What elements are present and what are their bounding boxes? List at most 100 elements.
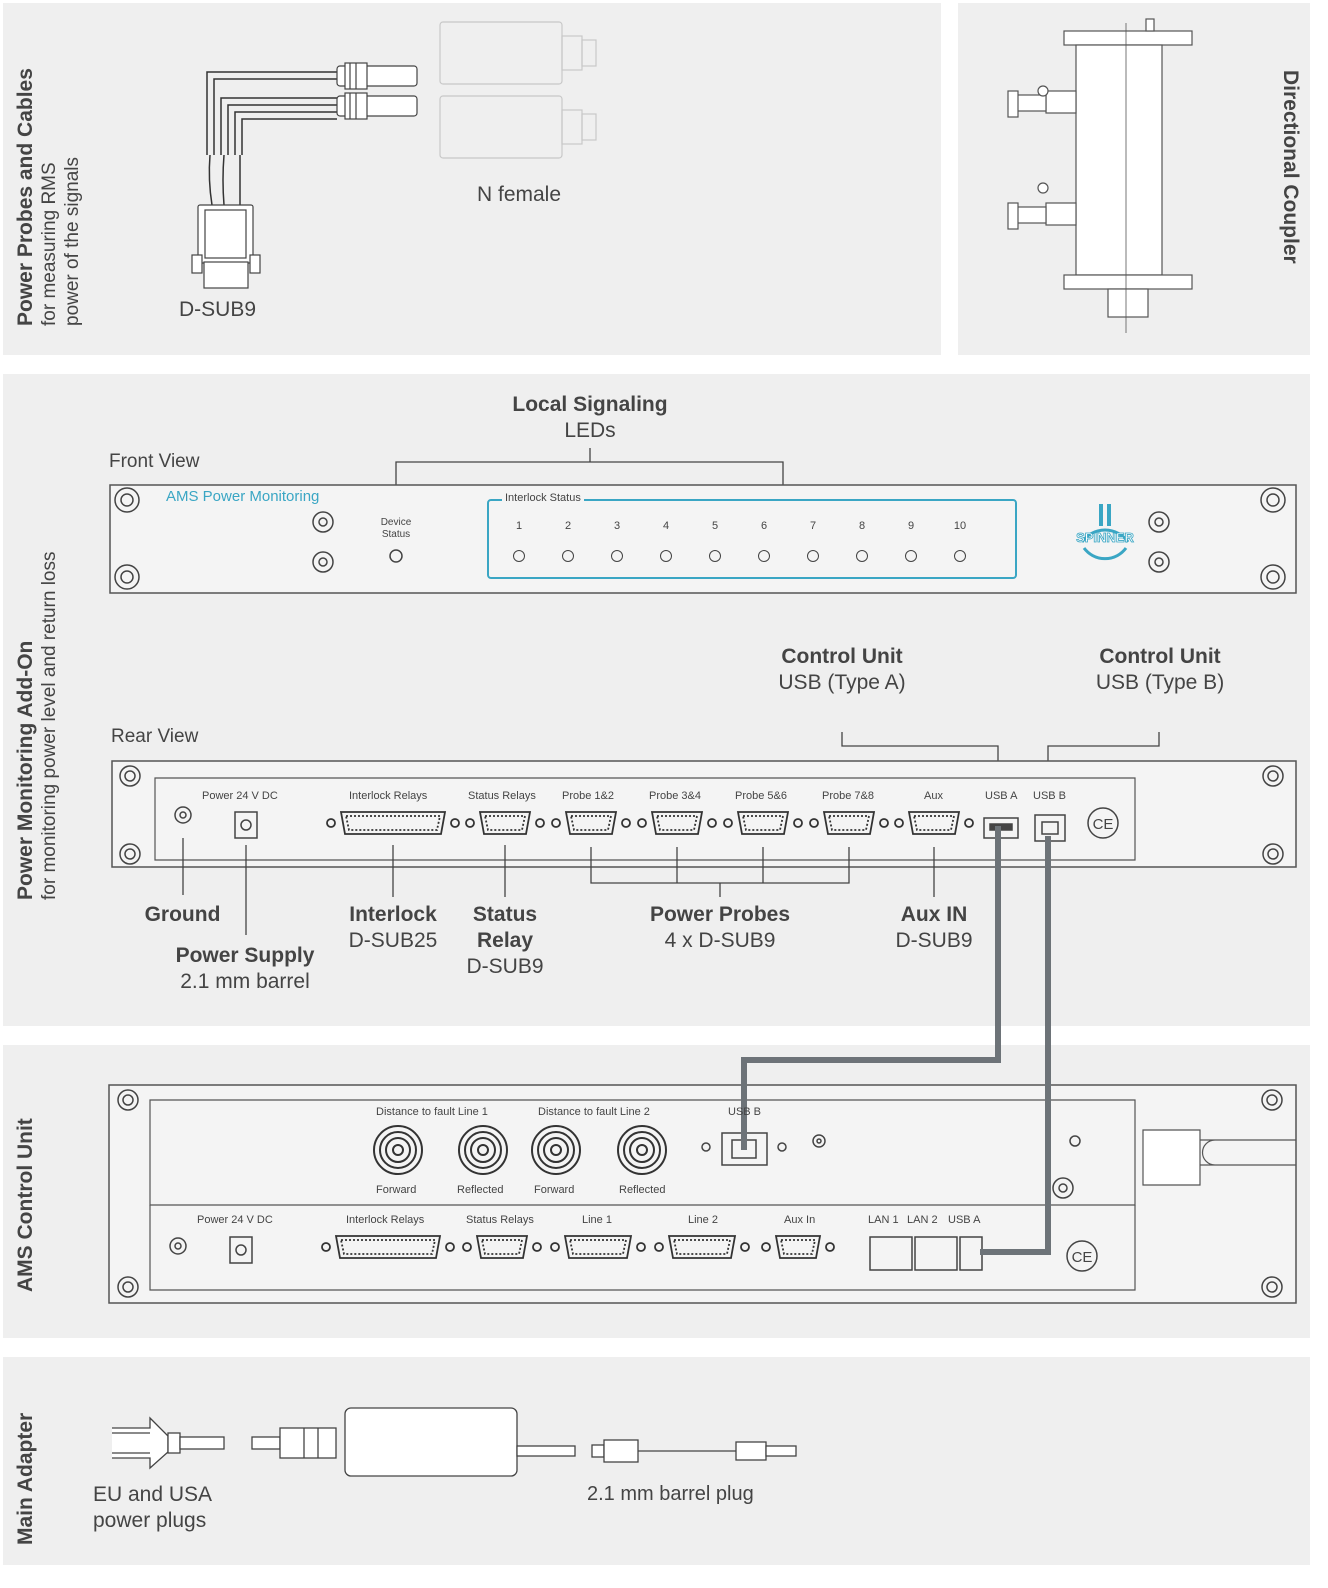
adapter-panel [3, 1357, 1310, 1565]
n-connector-2 [458, 1125, 508, 1175]
addon-panel [3, 374, 1310, 1026]
power-supply-callout: Power Supply 2.1 mm barrel [150, 943, 340, 995]
status-relay-callout: Status Relay D-SUB9 [445, 902, 565, 980]
led-number-10: 10 [953, 520, 967, 532]
probe-bodies [439, 21, 597, 159]
device-status-line2: Status [381, 529, 411, 540]
dsub9-connector [191, 204, 261, 289]
probes-panel [3, 3, 941, 355]
cu-line1-connector [550, 1235, 646, 1259]
rear-port-label-interlock: Interlock Relays [349, 790, 428, 802]
led-number-2: 2 [564, 520, 572, 532]
probe-56-connector [723, 811, 803, 835]
cu-label-dtf1: Distance to fault Line 1 [376, 1106, 488, 1118]
cu-label-dtf2: Distance to fault Line 2 [538, 1106, 650, 1118]
probe-78-connector [809, 811, 889, 835]
interlock-relays-connector [326, 811, 460, 835]
cu-line2-connector [654, 1235, 750, 1259]
dsub9-label: D-SUB9 [179, 298, 257, 321]
n-connector-3 [531, 1125, 581, 1175]
probe-plug-1 [336, 62, 418, 90]
power-supply-sub: 2.1 mm barrel [180, 970, 310, 993]
status-sub: D-SUB9 [466, 955, 544, 978]
led-9 [905, 550, 917, 562]
ground-title: Ground [144, 903, 221, 926]
status-relays-connector [465, 811, 545, 835]
rear-port-label-usbb: USB B [1033, 790, 1067, 802]
local-signaling-sub: LEDs [564, 419, 616, 442]
led-number-9: 9 [907, 520, 915, 532]
local-signaling-title: Local Signaling [512, 393, 668, 416]
cu-interlock-connector [321, 1235, 455, 1259]
interlock-title: Interlock [349, 903, 437, 926]
plugs-line2: power plugs [93, 1509, 207, 1532]
cu-b-sub: USB (Type B) [1095, 671, 1225, 694]
cu-label-ref1: Reflected [457, 1184, 504, 1196]
cu-label-ref2: Reflected [619, 1184, 666, 1196]
spinner-logo-text: SPINNER [1076, 530, 1134, 545]
cu-label-usba: USB A [948, 1214, 981, 1226]
cu-label-usbb: USB B [728, 1106, 762, 1118]
power-probes-callout: Power Probes 4 x D-SUB9 [620, 902, 820, 954]
led-number-8: 8 [858, 520, 866, 532]
cu-label-aux: Aux In [784, 1214, 816, 1226]
rear-port-label-p34: Probe 3&4 [649, 790, 701, 802]
rear-port-label-usba: USB A [985, 790, 1018, 802]
control-unit-usb-b-callout: Control Unit USB (Type B) [1060, 644, 1260, 696]
rear-view-label: Rear View [111, 726, 199, 747]
device-status-line1: Device [380, 517, 412, 528]
aux-in-callout: Aux IN D-SUB9 [874, 902, 994, 954]
control-unit-usb-a-callout: Control Unit USB (Type A) [742, 644, 942, 696]
cu-label-status: Status Relays [466, 1214, 534, 1226]
probe-34-connector [637, 811, 717, 835]
cu-label-lan1: LAN 1 [868, 1214, 899, 1226]
led-8 [856, 550, 868, 562]
aux-in-sub: D-SUB9 [895, 929, 973, 952]
cu-label-line2: Line 2 [688, 1214, 718, 1226]
rear-port-label-p56: Probe 5&6 [735, 790, 787, 802]
led-number-5: 5 [711, 520, 719, 532]
usb-cables [741, 826, 1051, 1255]
aux-in-title: Aux IN [900, 903, 968, 926]
probe-plug-2 [336, 92, 418, 120]
local-signaling-callout: Local Signaling LEDs [480, 392, 700, 444]
n-connector-4 [617, 1125, 667, 1175]
interlock-callout: Interlock D-SUB25 [323, 902, 463, 954]
ce-mark-rear: CE [1093, 816, 1114, 833]
probe-12-connector [551, 811, 631, 835]
rear-port-label-status: Status Relays [468, 790, 536, 802]
status-title2: Relay [476, 929, 534, 952]
barrel-plug-label: 2.1 mm barrel plug [587, 1483, 754, 1505]
interlock-sub: D-SUB25 [348, 929, 438, 952]
led-number-3: 3 [613, 520, 621, 532]
power-probes-title: Power Probes [649, 903, 791, 926]
ground-callout: Ground [120, 902, 245, 928]
cu-label-interlock: Interlock Relays [346, 1214, 425, 1226]
led-number-7: 7 [809, 520, 817, 532]
spinner-logo: SPINNER [1076, 504, 1135, 561]
rear-port-label-p12: Probe 1&2 [562, 790, 614, 802]
led-6 [758, 550, 770, 562]
led-1 [513, 550, 525, 562]
coupler-drawing [1007, 18, 1193, 333]
cu-aux-connector [761, 1235, 835, 1259]
front-brand: AMS Power Monitoring [166, 488, 320, 505]
plugs-label: EU and USA power plugs [93, 1482, 228, 1534]
cu-a-sub: USB (Type A) [778, 671, 906, 694]
front-view-label: Front View [109, 451, 200, 472]
status-title1: Status [472, 903, 538, 926]
plugs-line1: EU and USA [93, 1483, 213, 1506]
aux-connector [894, 811, 974, 835]
ce-mark-control: CE [1072, 1249, 1093, 1266]
cu-label-fwd2: Forward [534, 1184, 575, 1196]
led-10 [954, 550, 966, 562]
device-status-label: Device Status [368, 517, 424, 541]
rear-port-label-p78: Probe 7&8 [822, 790, 874, 802]
n-connector-1 [373, 1125, 423, 1175]
cu-a-title: Control Unit [781, 645, 903, 668]
led-3 [611, 550, 623, 562]
